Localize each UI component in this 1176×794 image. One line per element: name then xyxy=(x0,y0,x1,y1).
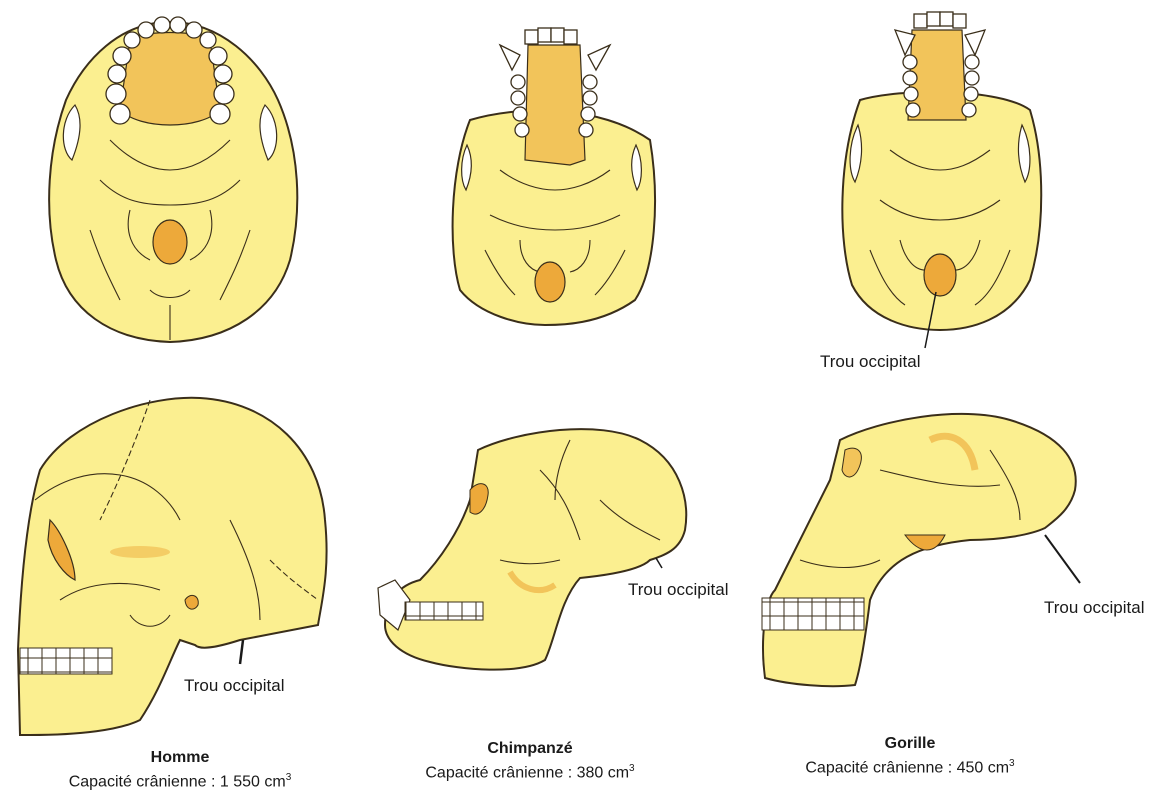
gorilla-skull-base-view xyxy=(842,12,1041,348)
label-trou-occipital-chimp: Trou occipital xyxy=(628,580,728,600)
caption-gorilla-capacity: Capacité crânienne : 450 cm3 xyxy=(750,754,1070,778)
caption-chimp-capacity: Capacité crânienne : 380 cm3 xyxy=(370,759,690,783)
human-skull-base-view xyxy=(49,17,297,342)
caption-chimp-name: Chimpanzé xyxy=(370,739,690,759)
caption-gorilla-name: Gorille xyxy=(750,734,1070,754)
chimp-skull-side-view xyxy=(378,429,686,670)
human-foramen-magnum xyxy=(153,220,187,264)
gorilla-skull-side-view xyxy=(762,414,1080,686)
gorilla-foramen-magnum xyxy=(924,254,956,296)
caption-chimp: Chimpanzé Capacité crânienne : 380 cm3 xyxy=(370,739,690,783)
caption-homme-name: Homme xyxy=(20,748,340,768)
label-trou-occipital-homme: Trou occipital xyxy=(184,676,284,696)
caption-homme: Homme Capacité crânienne : 1 550 cm3 xyxy=(20,748,340,792)
chimp-foramen-magnum xyxy=(535,262,565,302)
caption-homme-capacity: Capacité crânienne : 1 550 cm3 xyxy=(20,768,340,792)
pointer-line-chimp xyxy=(656,558,662,568)
pointer-line-gorilla-side xyxy=(1045,535,1080,583)
label-trou-occipital-gorilla-base: Trou occipital xyxy=(820,352,920,372)
gorilla-teeth-side xyxy=(762,598,864,630)
chimp-skull-base-view xyxy=(453,28,655,325)
pointer-line-homme xyxy=(240,640,243,664)
human-teeth-side xyxy=(20,648,112,674)
label-trou-occipital-gorilla-side: Trou occipital xyxy=(1044,598,1144,618)
caption-gorilla: Gorille Capacité crânienne : 450 cm3 xyxy=(750,734,1070,778)
